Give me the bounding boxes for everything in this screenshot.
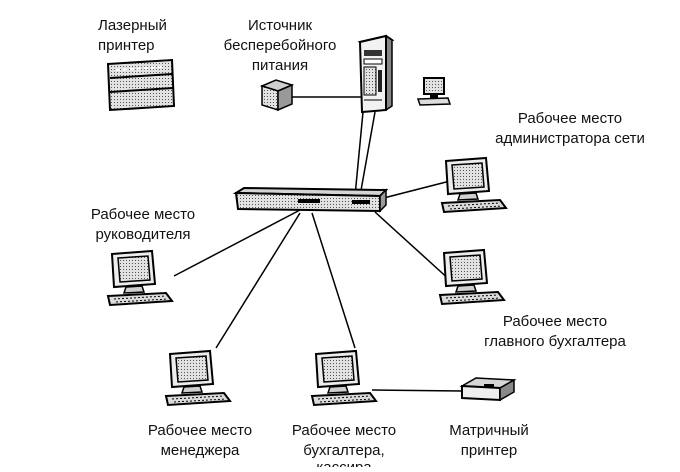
terminal-icon bbox=[416, 77, 452, 106]
label-line: питания bbox=[252, 57, 308, 74]
laser-printer-icon bbox=[106, 58, 176, 112]
label-line: Лазерный bbox=[98, 17, 167, 34]
label-laser-printer: Лазерный принтер bbox=[98, 17, 167, 54]
label-director: Рабочее место руководителя bbox=[91, 206, 195, 243]
label-line: бесперебойного bbox=[224, 37, 337, 54]
label-line: Рабочее место bbox=[503, 313, 607, 330]
label-admin: Рабочее место администратора сети bbox=[495, 110, 645, 147]
link-server-hub bbox=[359, 111, 376, 197]
server-tower-icon bbox=[357, 34, 395, 114]
label-manager: Рабочее место менеджера bbox=[148, 422, 252, 459]
accountant-workstation-icon bbox=[311, 350, 377, 406]
label-accountant: Рабочее место бухгалтера, кассира bbox=[292, 422, 396, 472]
label-line: руководителя bbox=[95, 226, 190, 243]
label-line: Источник bbox=[248, 17, 312, 34]
link-hub-manager bbox=[215, 212, 301, 349]
link-accountant-matrix-printer bbox=[371, 389, 463, 392]
label-line: главного бухгалтера bbox=[484, 333, 626, 350]
label-line: бухгалтера, bbox=[303, 442, 384, 459]
label-line: принтер bbox=[461, 442, 518, 459]
label-line: Рабочее место bbox=[148, 422, 252, 439]
network-links bbox=[173, 96, 463, 392]
label-line: Рабочее место bbox=[292, 422, 396, 439]
link-server-hub-2 bbox=[354, 111, 364, 197]
manager-workstation-icon bbox=[165, 350, 231, 406]
admin-workstation-icon bbox=[441, 157, 507, 213]
label-line: принтер bbox=[98, 37, 155, 54]
ups-icon bbox=[259, 79, 295, 112]
label-chief-accountant: Рабочее место главного бухгалтера bbox=[484, 313, 626, 350]
label-ups: Источник бесперебойного питания bbox=[224, 17, 337, 74]
matrix-printer-icon bbox=[459, 377, 517, 402]
label-line: Матричный bbox=[449, 422, 529, 439]
label-line: администратора сети bbox=[495, 130, 645, 147]
link-hub-accountant bbox=[311, 212, 356, 349]
label-line: менеджера bbox=[161, 442, 240, 459]
director-workstation-icon bbox=[107, 250, 173, 306]
label-matrix-printer: Матричный принтер bbox=[449, 422, 529, 459]
label-line: Рабочее место bbox=[518, 110, 622, 127]
link-hub-director bbox=[173, 209, 301, 277]
link-hub-chief-accountant bbox=[374, 211, 453, 283]
chief-accountant-workstation-icon bbox=[439, 249, 505, 305]
network-hub-icon bbox=[232, 186, 389, 213]
label-line: кассира bbox=[316, 459, 372, 467]
label-line: Рабочее место bbox=[91, 206, 195, 223]
